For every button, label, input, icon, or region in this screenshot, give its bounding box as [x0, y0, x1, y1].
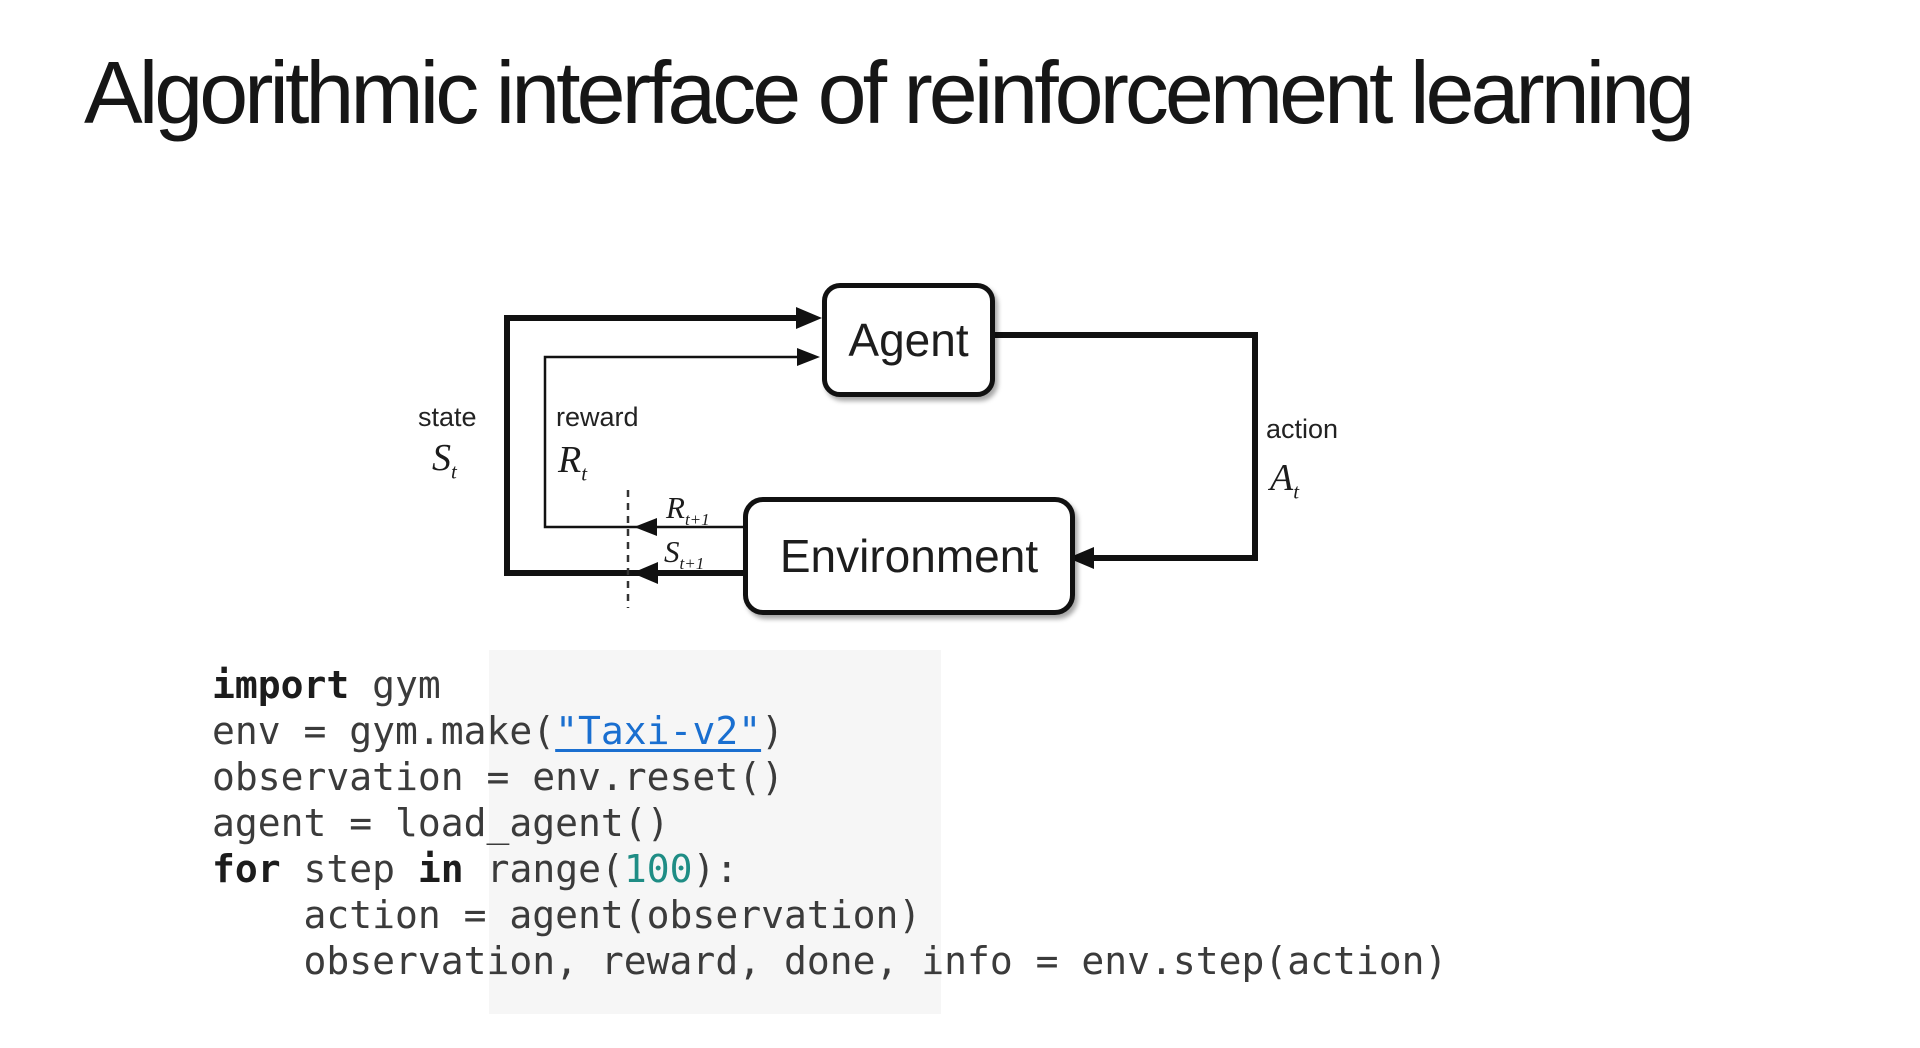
reward-arrowhead-boundary — [634, 518, 657, 536]
environment-node: Environment — [743, 497, 1075, 615]
code-token: 100 — [623, 847, 693, 891]
state-label: state — [418, 402, 477, 432]
agent-node-label: Agent — [848, 314, 969, 366]
code-token: ) — [761, 709, 784, 753]
action-symbol-base: A — [1270, 457, 1294, 499]
page-title: Algorithmic interface of reinforcement l… — [84, 43, 1695, 142]
state-arrowhead-boundary — [632, 562, 658, 584]
next-state-symbol: St+1 — [664, 534, 704, 574]
code-line: action = agent(observation) — [212, 892, 1447, 938]
code-line: agent = load_agent() — [212, 800, 1447, 846]
code-line: observation = env.reset() — [212, 754, 1447, 800]
next-reward-symbol: Rt+1 — [666, 490, 710, 530]
code-line: observation, reward, done, info = env.st… — [212, 938, 1448, 984]
next-reward-symbol-base: R — [666, 490, 685, 525]
action-symbol: At — [1270, 456, 1299, 505]
code-line: for step in range(100): — [212, 846, 1447, 892]
reward-label: reward — [556, 402, 639, 432]
action-arrowhead-environment — [1068, 547, 1094, 569]
action-loop-line — [985, 332, 1258, 561]
reward-symbol-base: R — [558, 439, 582, 481]
code-line: import gym — [212, 662, 1447, 708]
reward-arrowhead-agent — [797, 348, 820, 366]
code-token: in — [417, 847, 464, 891]
state-loop-line — [504, 315, 812, 576]
next-reward-symbol-sub: t+1 — [684, 510, 710, 530]
next-state-symbol-base: S — [664, 534, 680, 569]
next-state-symbol-sub: t+1 — [679, 554, 705, 574]
code-token: observation = env.reset() — [212, 755, 784, 799]
state-symbol-base: S — [432, 437, 451, 479]
environment-node-label: Environment — [779, 530, 1039, 582]
reward-symbol: Rt — [558, 438, 587, 487]
action-symbol-sub: t — [1293, 479, 1300, 504]
agent-node: Agent — [822, 283, 995, 397]
code-token: for — [212, 847, 281, 891]
code-line: env = gym.make("Taxi-v2") — [212, 708, 1447, 754]
state-symbol-sub: t — [451, 459, 457, 484]
code-token: gym — [349, 663, 441, 707]
code-token: range( — [463, 847, 624, 891]
taxi-v2-link[interactable]: "Taxi-v2" — [555, 709, 762, 753]
state-arrowhead-agent — [796, 307, 822, 329]
state-symbol: St — [432, 436, 457, 485]
code-token: action = agent(observation) — [212, 893, 922, 937]
code-token: ): — [692, 847, 739, 891]
code-token: env = gym.make( — [212, 709, 556, 753]
reward-symbol-sub: t — [581, 461, 588, 486]
code-background-panel — [489, 650, 941, 1014]
code-token: agent = load_agent() — [212, 801, 670, 845]
code-token: observation, reward, done, info = env.st… — [212, 939, 1448, 983]
code-token: step — [280, 847, 418, 891]
code-token: import — [212, 663, 350, 707]
action-label: action — [1266, 414, 1339, 444]
